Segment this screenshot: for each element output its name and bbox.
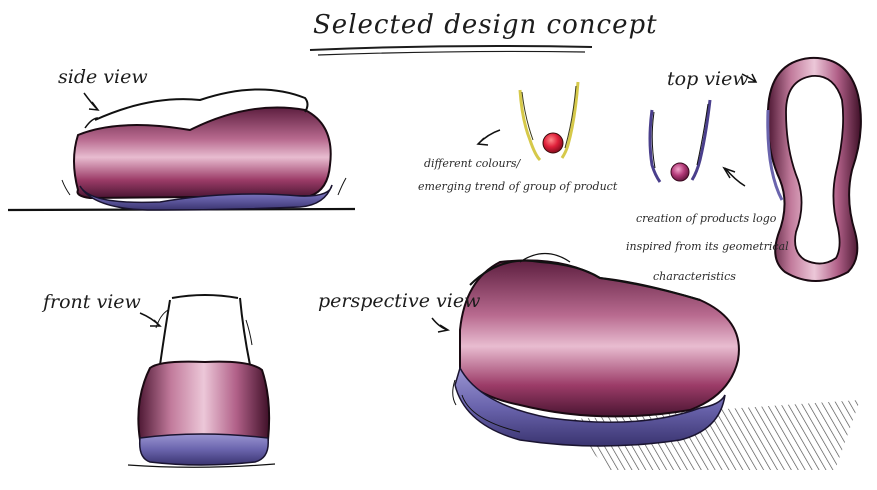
perspective-view-sketch bbox=[432, 254, 860, 471]
logo-note-line3: characteristics bbox=[653, 270, 736, 283]
logo-note-line2: inspired from its geometrical bbox=[626, 240, 789, 253]
top-view-label: top view bbox=[667, 68, 749, 90]
front-view-sketch bbox=[128, 295, 275, 467]
colours-note-line1: different colours/ bbox=[424, 157, 520, 170]
colour-logo-sketch bbox=[478, 82, 578, 160]
side-view-sketch bbox=[8, 89, 355, 210]
colours-note-line2: emerging trend of group of product bbox=[418, 180, 617, 193]
perspective-view-label: perspective view bbox=[318, 290, 480, 312]
brand-logo-sketch bbox=[650, 100, 745, 186]
page-title: Selected design concept bbox=[313, 10, 658, 40]
title-underline bbox=[310, 46, 592, 55]
side-view-label: side view bbox=[58, 66, 148, 88]
logo-note-line1: creation of products logo bbox=[636, 212, 776, 225]
front-view-label: front view bbox=[43, 291, 141, 313]
